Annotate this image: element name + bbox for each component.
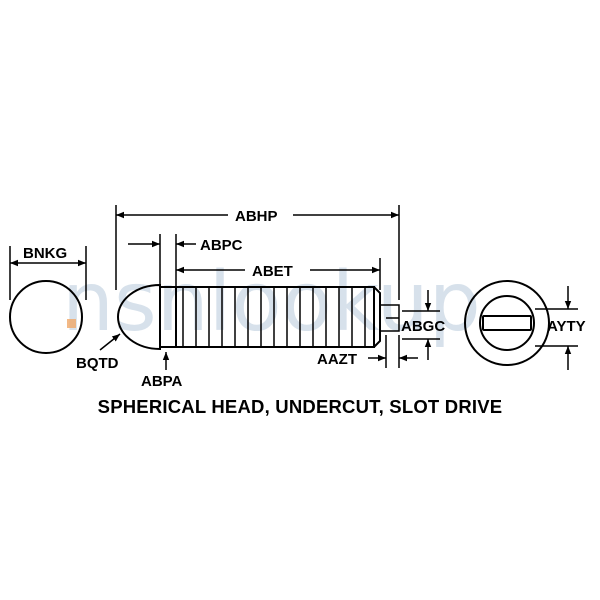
- label-bnkg: BNKG: [23, 245, 67, 262]
- head-end-view-circle: [9, 280, 83, 354]
- label-bqtd: BQTD: [76, 355, 119, 372]
- watermark-text: nsnlookup: [62, 255, 481, 350]
- label-aazt: AAZT: [317, 351, 357, 368]
- end-view-inner-circle: [479, 295, 535, 351]
- end-view-slot: [482, 315, 532, 331]
- bqtd-leader: [99, 333, 121, 351]
- label-abgc: ABGC: [401, 318, 445, 335]
- end-view-outer-circle: [464, 280, 550, 366]
- shank-tip: [373, 286, 381, 348]
- label-abet: ABET: [252, 263, 293, 280]
- label-ayty: AYTY: [547, 318, 586, 335]
- spherical-head: [117, 283, 161, 351]
- threaded-shank: [175, 286, 375, 348]
- label-abhp: ABHP: [235, 208, 278, 225]
- diagram-caption: SPHERICAL HEAD, UNDERCUT, SLOT DRIVE: [97, 396, 503, 417]
- label-abpa: ABPA: [141, 373, 183, 390]
- label-abpc: ABPC: [200, 237, 243, 254]
- watermark-dot: [67, 319, 76, 328]
